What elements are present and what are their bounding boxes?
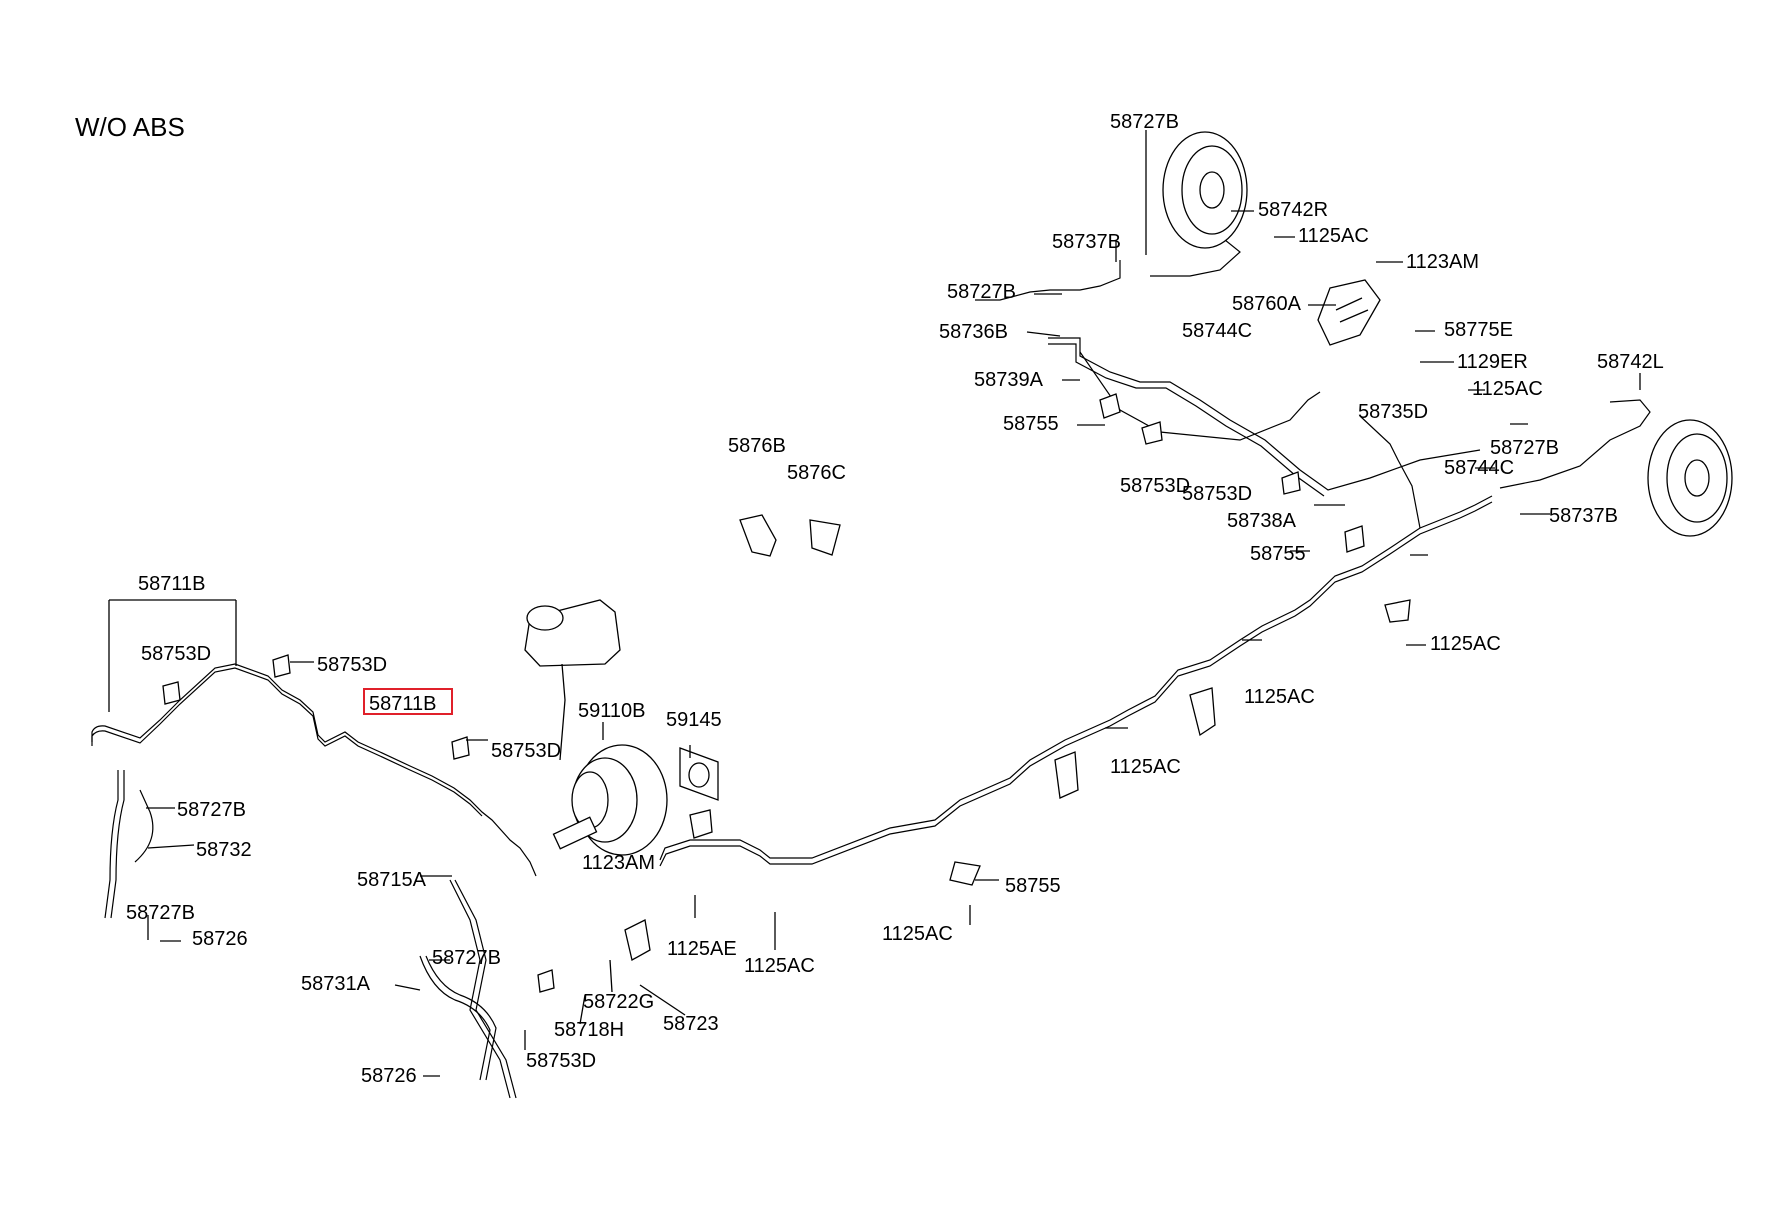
label-58727b: 58727B [126,902,195,924]
label-58753d: 58753D [1120,475,1190,497]
label-58727b: 58727B [947,281,1016,303]
label-58753d: 58753D [141,643,211,665]
label-1129er: 1129ER [1457,351,1528,373]
label-1125ac: 1125AC [1430,633,1501,655]
label-58775e: 58775E [1444,319,1513,341]
label-58731a: 58731A [301,973,371,995]
label-58727b: 58727B [432,947,501,969]
label-1125ac: 1125AC [1244,686,1315,708]
rear-right-drum [1162,131,1248,249]
label-58727b: 58727B [1110,111,1179,133]
label-1123am: 1123AM [1406,251,1479,273]
label-58718h: 58718H [554,1019,624,1041]
label-58715a: 58715A [357,869,427,891]
label-1125ac: 1125AC [1472,378,1543,400]
label-5876c: 5876C [787,462,846,484]
label-59110b: 59110B [578,700,645,722]
label-1125ac: 1125AC [1110,756,1181,778]
label-58755: 58755 [1005,875,1061,897]
label-58738a: 58738A [1227,510,1297,532]
label-1125ae: 1125AE [667,938,737,960]
rear-left-drum [1647,419,1733,537]
label-58723: 58723 [663,1013,719,1035]
label-58753d: 58753D [526,1050,596,1072]
label-1125ac: 1125AC [882,923,953,945]
label-59145: 59145 [666,709,722,731]
highlight-box [363,688,453,715]
label-58736b: 58736B [939,321,1008,343]
front-left-hoses [104,770,517,1099]
label-58727b: 58727B [1490,437,1559,459]
label-1125ac: 1125AC [1298,225,1369,247]
label-58737b: 58737B [1052,231,1121,253]
label-5876b: 5876B [728,435,786,457]
label-58742r: 58742R [1258,199,1328,221]
main-brake-pipes [91,199,1651,877]
label-58744c: 58744C [1444,457,1514,479]
label-1123am: 1123AM [582,852,655,874]
label-58722g: 58722G [583,991,654,1013]
brake-booster [552,744,668,856]
proportioning-valve [1317,279,1381,346]
label-58726: 58726 [192,928,248,950]
label-58726: 58726 [361,1065,417,1087]
leader-lines [108,130,1641,1077]
booster-gasket [679,747,719,801]
label-58753d: 58753D [491,740,561,762]
label-58755: 58755 [1003,413,1059,435]
label-58742l: 58742L [1597,351,1664,373]
label-58753d: 58753D [317,654,387,676]
master-cylinder-reservoir [524,599,621,761]
label-58753d: 58753D [1182,483,1252,505]
label-58732: 58732 [196,839,252,861]
label-58739a: 58739A [974,369,1044,391]
label-1125ac: 1125AC [744,955,815,977]
label-58727b: 58727B [177,799,246,821]
label-58735d: 58735D [1358,401,1428,423]
label-58737b: 58737B [1549,505,1618,527]
brackets [162,393,1411,993]
label-58760a: 58760A [1232,293,1302,315]
label-58711b: 58711B [138,573,205,595]
part-labels: 58727B 58742R 1125AC 58737B 1123AM 58727… [126,111,1664,1087]
label-58755: 58755 [1250,543,1306,565]
label-58711b-highlighted: 58711B [369,693,436,715]
label-58744c: 58744C [1182,320,1252,342]
diagram-title: W/O ABS [75,112,185,142]
